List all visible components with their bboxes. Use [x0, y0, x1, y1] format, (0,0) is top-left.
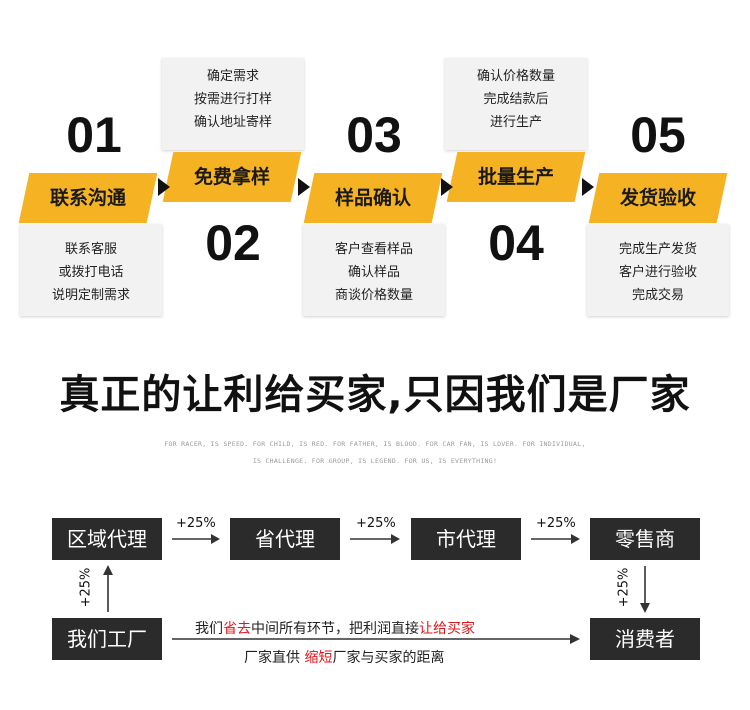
play-triangle-icon — [158, 178, 170, 196]
retailer-box: 零售商 — [590, 518, 700, 560]
markup-label-vertical: +25% — [78, 567, 94, 608]
step-4-desc: 确认价格数量 完成结款后 进行生产 — [476, 69, 555, 130]
arrowhead-icon — [103, 565, 113, 575]
step-3-number: 03 — [346, 107, 402, 163]
step-1-desc: 联系客服 或拨打电话 说明定制需求 — [51, 242, 130, 303]
step-5-desc: 完成生产发货 客户进行验收 完成交易 — [618, 242, 697, 303]
direct-note-line-2: 厂家直供 缩短厂家与买家的距离 — [244, 650, 445, 666]
factory-box: 我们工厂 — [52, 618, 162, 660]
arrowhead-icon — [640, 603, 650, 613]
step-3-desc: 客户查看样品 确认样品 商谈价格数量 — [334, 242, 413, 303]
step-2-desc: 确定需求 按需进行打样 确认地址寄样 — [193, 69, 272, 130]
step-1-card — [20, 224, 162, 316]
step-3-card — [303, 224, 445, 316]
step-2-number: 02 — [205, 215, 261, 271]
arrowhead-icon — [391, 534, 400, 544]
step-4-card — [445, 58, 587, 150]
provincial-agent-box: 省代理 — [230, 518, 340, 560]
markup-label: +25% — [356, 516, 396, 531]
markup-label: +25% — [536, 516, 576, 531]
consumer-box: 消费者 — [590, 618, 700, 660]
arrowhead-icon — [211, 534, 220, 544]
step-1-number: 01 — [66, 107, 122, 163]
step-4-number: 04 — [488, 215, 544, 271]
city-agent-box: 市代理 — [411, 518, 521, 560]
play-triangle-icon — [582, 178, 594, 196]
markup-label: +25% — [176, 516, 216, 531]
play-triangle-icon — [441, 178, 453, 196]
markup-label-vertical: +25% — [616, 567, 632, 608]
arrowhead-icon — [570, 634, 580, 644]
step-5-number: 05 — [630, 107, 686, 163]
fine-print-line-1: FOR RACER, IS SPEED. FOR CHILD, IS RED. … — [164, 440, 586, 448]
regional-agent-box: 区域代理 — [52, 518, 162, 560]
arrowhead-icon — [571, 534, 580, 544]
fine-print-line-2: IS CHALLENGE. FOR GROUP, IS LEGEND. FOR … — [252, 457, 498, 465]
step-5-card — [587, 224, 729, 316]
step-2-card — [162, 58, 304, 150]
headline: 真正的让利给买家,只因我们是厂家 — [59, 372, 691, 418]
play-triangle-icon — [298, 178, 310, 196]
direct-note-line-1: 我们省去中间所有环节，把利润直接让给买家 — [195, 621, 475, 637]
